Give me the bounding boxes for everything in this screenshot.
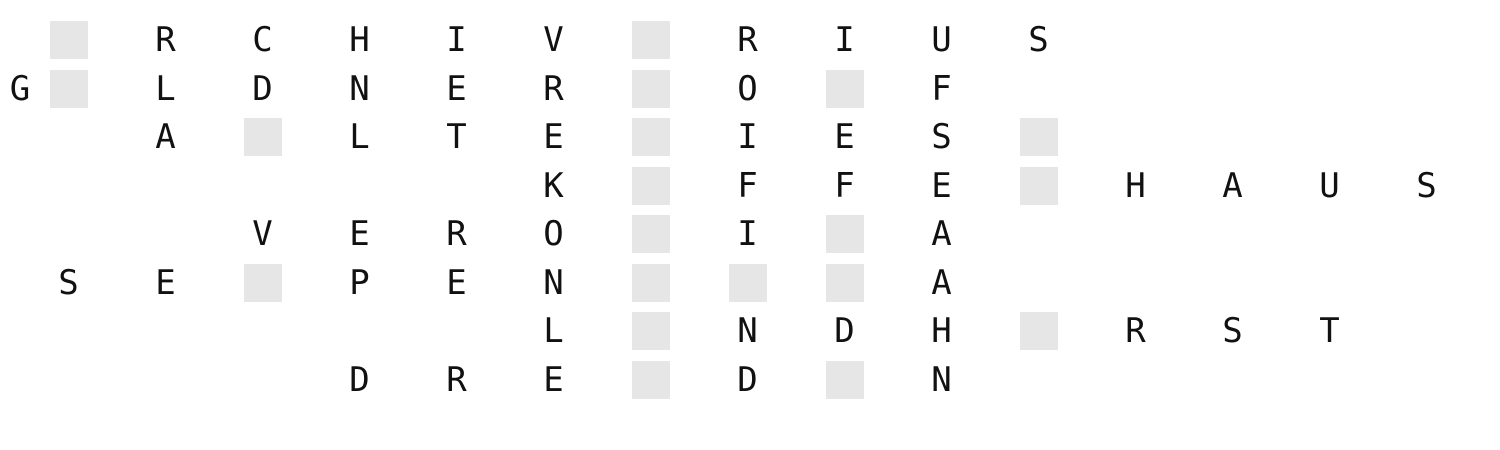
letter-cell: S (1416, 165, 1437, 206)
letter-cell: S (58, 262, 79, 303)
letter-cell: I (834, 20, 855, 60)
blocked-cell (631, 21, 670, 59)
blocked-cell (1019, 166, 1058, 205)
letter-cell: T (446, 117, 467, 157)
letter-cell: D (834, 311, 855, 351)
blocked-cell (631, 118, 670, 156)
letter-cell: I (446, 20, 467, 60)
letter-cell: N (931, 359, 952, 400)
blocked-cell (1019, 118, 1058, 156)
letter-cell: H (349, 20, 370, 60)
letter-cell: L (349, 117, 370, 157)
letter-cell: S (1222, 311, 1243, 351)
letter-cell: A (1222, 165, 1243, 206)
blocked-cell (243, 263, 282, 302)
blocked-cell (49, 69, 88, 108)
letter-cell: K (543, 165, 564, 206)
letter-cell: A (931, 214, 952, 254)
letter-cell: E (834, 117, 855, 157)
letter-cell: F (931, 68, 952, 109)
letter-cell: H (931, 311, 952, 351)
letter-cell: F (737, 165, 758, 206)
letter-cell: E (543, 117, 564, 157)
blocked-cell (631, 215, 670, 253)
letter-cell: R (1125, 311, 1146, 351)
letter-cell: R (446, 359, 467, 400)
letter-cell: S (1028, 20, 1049, 60)
letter-cell: R (543, 68, 564, 109)
letter-cell: U (1319, 165, 1340, 206)
letter-cell: T (1319, 311, 1340, 351)
blocked-cell (1019, 312, 1058, 350)
letter-cell: D (349, 359, 370, 400)
letter-cell: O (543, 214, 564, 254)
blocked-cell (631, 166, 670, 205)
letter-cell: E (931, 165, 952, 206)
letter-cell: C (252, 20, 273, 60)
letter-cell: F (834, 165, 855, 206)
blocked-cell (825, 215, 864, 253)
letter-cell: I (737, 117, 758, 157)
letter-cell: V (543, 20, 564, 60)
letter-cell: E (155, 262, 176, 303)
blocked-cell (631, 263, 670, 302)
letter-cell: R (737, 20, 758, 60)
blocked-cell (631, 69, 670, 108)
letter-cell: R (446, 214, 467, 254)
letter-cell: A (931, 262, 952, 303)
blocked-cell (825, 69, 864, 108)
letter-cell: E (543, 359, 564, 400)
blocked-cell (728, 263, 767, 302)
letter-cell: L (155, 68, 176, 109)
blocked-cell (49, 21, 88, 59)
letter-cell: L (543, 311, 564, 351)
letter-cell: N (349, 68, 370, 109)
letter-cell: E (446, 68, 467, 109)
letter-cell: I (737, 214, 758, 254)
letter-cell: E (349, 214, 370, 254)
letter-cell: U (931, 20, 952, 60)
blocked-cell (825, 360, 864, 399)
letter-cell: S (931, 117, 952, 157)
letter-cell: A (155, 117, 176, 157)
letter-cell: N (543, 262, 564, 303)
letter-cell: P (349, 262, 370, 303)
letter-cell: E (446, 262, 467, 303)
blocked-cell (825, 263, 864, 302)
letter-cell: H (1125, 165, 1146, 206)
blocked-cell (631, 312, 670, 350)
letter-cell: G (9, 68, 31, 109)
letter-cell: N (737, 311, 758, 351)
letter-cell: R (155, 20, 176, 60)
letter-cell: D (252, 68, 273, 109)
letter-cell: O (737, 68, 758, 109)
letter-cell: D (737, 359, 758, 400)
letter-cell: V (252, 214, 273, 254)
blocked-cell (631, 360, 670, 399)
blocked-cell (243, 118, 282, 156)
